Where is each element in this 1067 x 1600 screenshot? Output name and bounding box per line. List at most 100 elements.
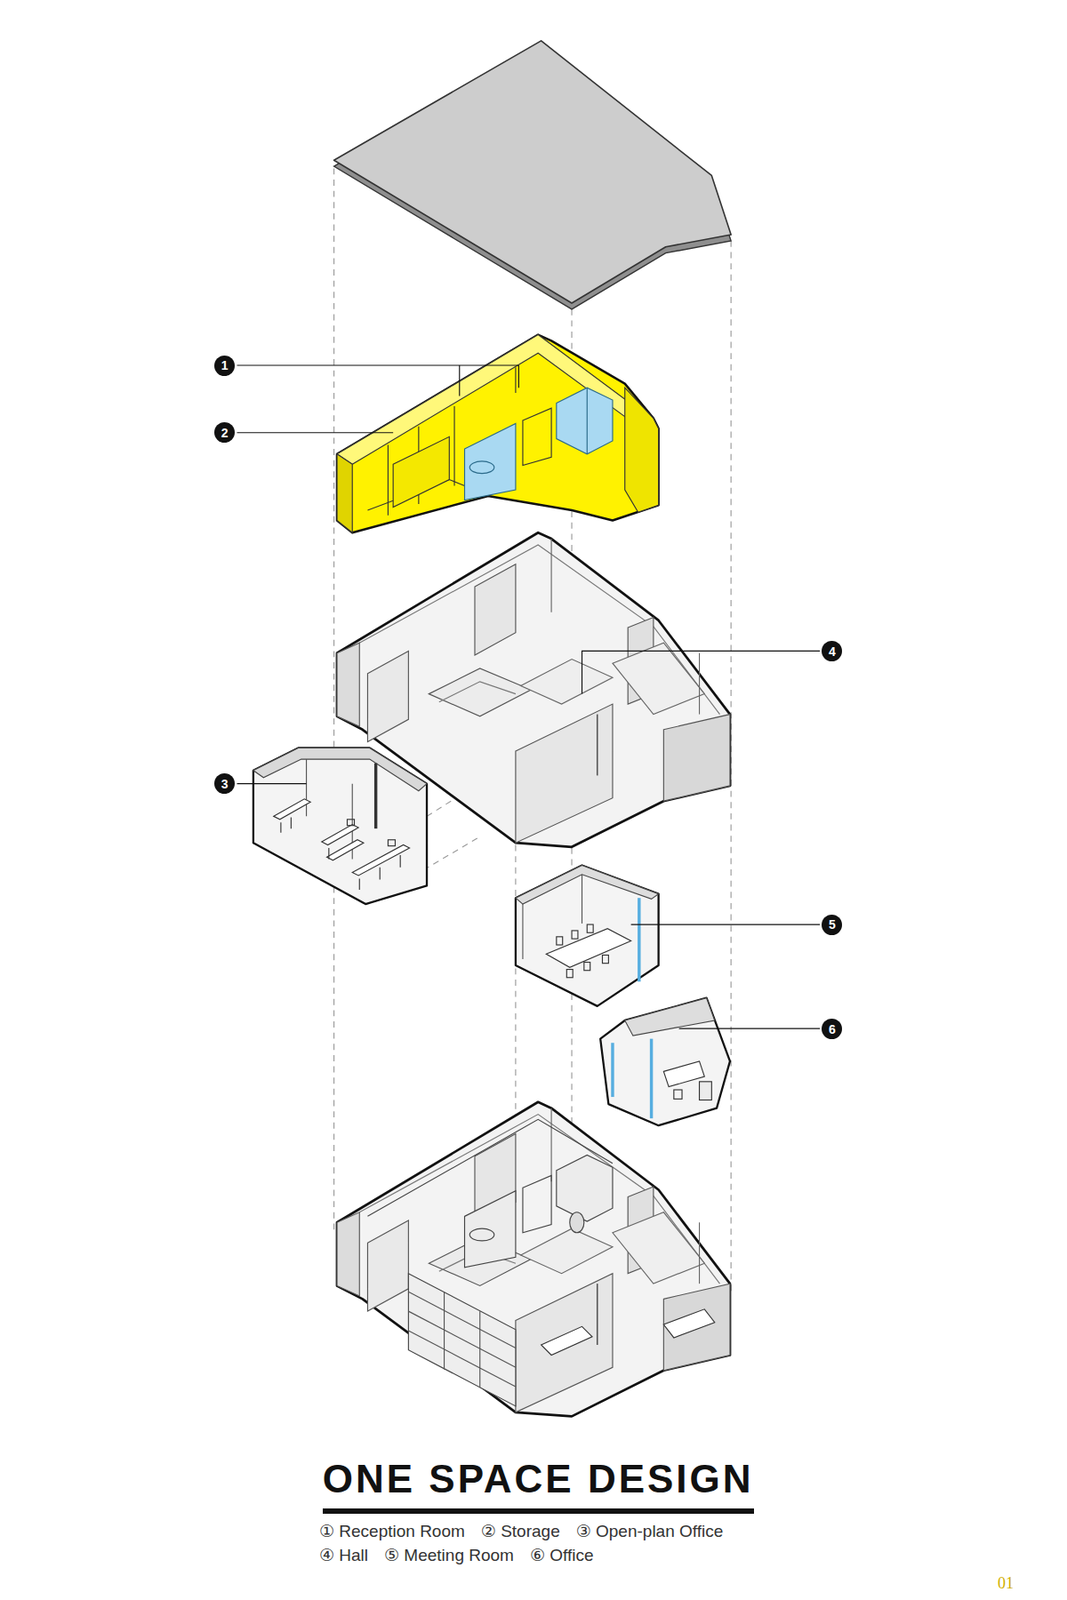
callout-number: 2 [214,422,235,443]
office-box [610,1042,614,1098]
meeting-room-box [571,930,578,939]
callout-text: 1 [221,359,229,372]
office-box [649,1039,653,1120]
meeting-room-box [545,929,631,969]
page-number: 01 [997,1575,1014,1592]
open-plan-office-box [280,822,281,833]
meeting-room-box [515,865,659,1006]
meeting-room-box [515,865,659,905]
reception-storage-layer [514,367,516,394]
meeting-room-box [566,970,573,979]
roof-slab [334,40,732,310]
meeting-room-box [521,904,523,960]
leader-lines [631,923,820,925]
assembled-plan [522,1175,552,1233]
leader-lines [237,365,820,1029]
open-plan-office-box [273,799,410,876]
assembled-plan [541,1326,593,1356]
assembled-plan [663,1309,715,1339]
legend-item: ① Reception Room [319,1522,466,1543]
assembled-plan [408,1331,516,1388]
open-plan-office-box [374,763,378,829]
open-plan-office-box [290,818,292,830]
legend-item: ② Storage [481,1522,561,1543]
open-plan-office-box [305,759,307,817]
assembled-plan [367,1119,613,1217]
open-plan-office-box [346,819,354,827]
assembled-plan [479,1311,481,1388]
meeting-room-box [581,874,583,924]
assembled-plan [465,1191,516,1268]
reception-storage-layer [393,436,450,507]
meeting-room-box [601,954,609,963]
reception-storage-layer [387,445,389,516]
callout-number: 3 [214,773,235,795]
office-box [600,998,731,1126]
legend-item: ③ Open-plan Office [576,1522,724,1543]
office-box [600,998,731,1126]
open-plan-office-box [280,818,401,891]
leader-lines [237,364,520,366]
assembled-plan [408,1291,516,1388]
open-plan-office-box [253,747,427,905]
meeting-room-box [556,924,610,979]
office-box [625,998,715,1036]
callout-text: 6 [828,1023,836,1036]
meeting-room-box [584,962,591,971]
assembled-plan [469,1228,495,1242]
callout-text: 5 [828,918,836,931]
assembled-plan [336,1102,731,1418]
reception-storage-layer [465,423,516,500]
reception-storage-layer [469,461,495,474]
roof-slab [334,40,732,304]
assembled-plan [569,1212,585,1234]
assembled-plan [336,1102,731,1418]
reception-storage-layer [522,408,552,466]
callout-number: 5 [821,914,843,936]
legend-item: ④ Hall [319,1546,369,1567]
open-plan-office-box [273,799,311,820]
open-plan-office-box [253,747,427,791]
leader-lines [679,1028,820,1030]
callout-number: 1 [214,355,235,377]
legend-row: ① Reception Room ② Storage ③ Open-plan Off… [319,1522,723,1543]
open-plan-office-box [352,845,410,876]
office-box [673,1090,682,1100]
leader-lines [237,432,394,434]
open-plan-office-box [379,867,381,881]
leader-lines [518,365,520,388]
reception-storage-layer [453,406,455,487]
reception-storage-layer [336,335,659,534]
open-plan-office-box [359,878,361,891]
legend-item: ⑥ Office [529,1546,594,1567]
callout-number: 4 [821,641,843,662]
legend-item: ⑤ Meeting Room [384,1546,514,1567]
leader-lines [458,365,460,396]
callout-text: 3 [221,778,229,791]
leader-lines [582,650,820,694]
callout-text: 4 [828,645,836,658]
assembled-plan [556,1155,613,1222]
office-box [699,1082,713,1101]
open-plan-office-box [387,840,395,847]
assembled-plan [408,1274,516,1407]
open-plan-office-box [328,848,329,860]
meeting-room-box [556,937,563,946]
reception-storage-layer [336,454,353,533]
open-plan-office-box [327,840,364,861]
assembled-plan [408,1212,715,1407]
guide-lines [333,168,335,1230]
reception-storage-layer [586,387,588,455]
assembled-plan [443,1291,445,1370]
reception-storage-layer [556,387,613,455]
assembled-plan [367,1119,613,1268]
office-box [663,1061,705,1088]
callout-number: 6 [821,1018,843,1040]
reception-storage-layer [336,335,659,534]
legend-row: ④ Hall ⑤ Meeting Room ⑥ Office [319,1546,594,1567]
callout-text: 2 [221,426,229,440]
leader-lines [237,783,307,785]
